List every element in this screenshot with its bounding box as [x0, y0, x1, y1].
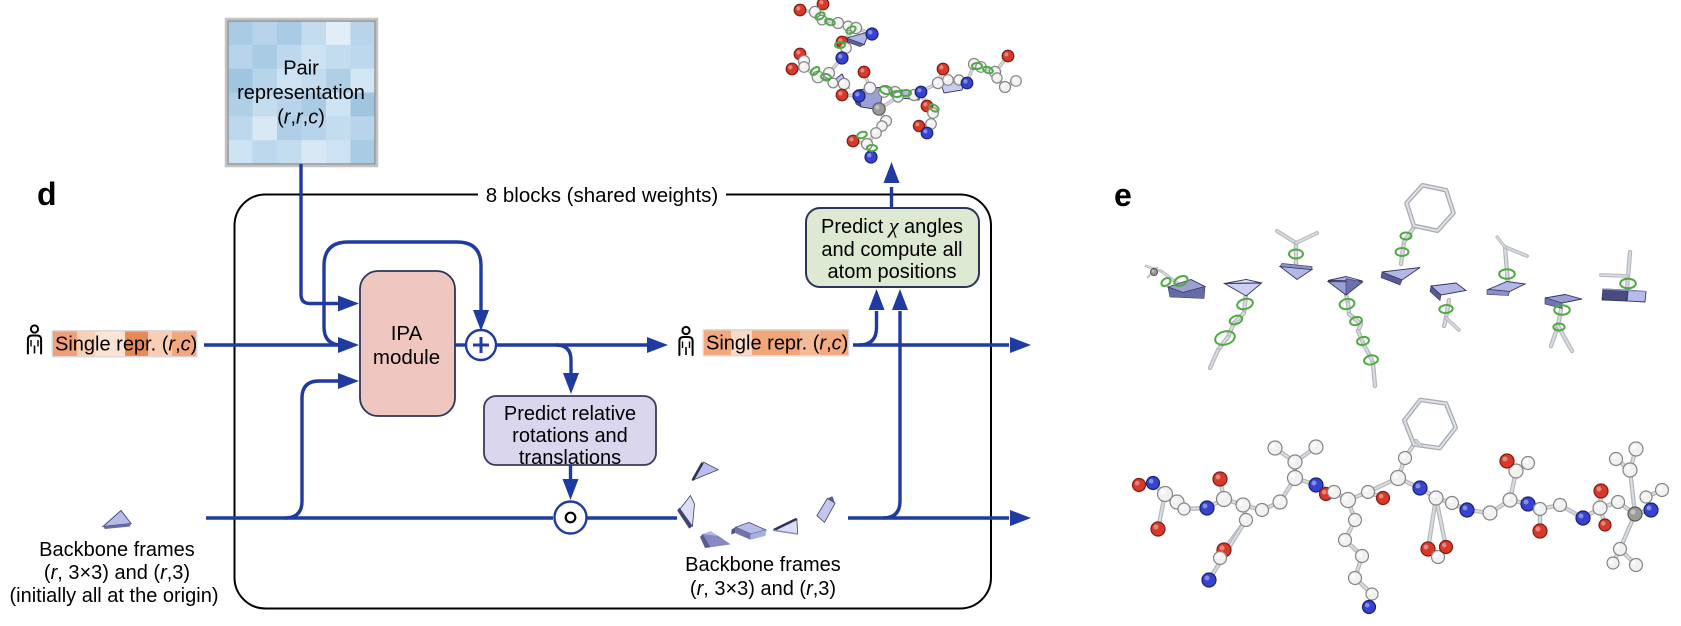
svg-text:Single repr. (r,c): Single repr. (r,c)	[706, 333, 848, 355]
svg-text:e: e	[1114, 177, 1132, 213]
svg-text:Single repr. (r,c): Single repr. (r,c)	[55, 334, 197, 356]
svg-text:Pair: Pair	[283, 58, 319, 80]
svg-text:Backbone frames: Backbone frames	[685, 554, 841, 576]
svg-text:atom positions: atom positions	[828, 261, 957, 283]
svg-text:(r, 3×3) and (r,3): (r, 3×3) and (r,3)	[44, 562, 190, 584]
svg-text:(initially all at the origin): (initially all at the origin)	[10, 585, 219, 607]
svg-text:(r, 3×3) and (r,3): (r, 3×3) and (r,3)	[690, 578, 836, 600]
svg-text:translations: translations	[519, 447, 621, 469]
svg-text:IPA: IPA	[391, 322, 423, 345]
svg-text:Predict χ angles: Predict χ angles	[821, 213, 963, 238]
svg-text:module: module	[373, 346, 440, 369]
svg-text:rotations and: rotations and	[512, 425, 628, 447]
svg-text:representation: representation	[237, 82, 365, 104]
svg-text:Backbone frames: Backbone frames	[39, 539, 195, 561]
svg-text:d: d	[37, 176, 57, 212]
svg-text:and compute all: and compute all	[821, 239, 962, 261]
svg-text:(r,r,c): (r,r,c)	[277, 107, 325, 129]
svg-text:Predict relative: Predict relative	[504, 403, 636, 425]
svg-text:8 blocks (shared weights): 8 blocks (shared weights)	[486, 184, 718, 207]
